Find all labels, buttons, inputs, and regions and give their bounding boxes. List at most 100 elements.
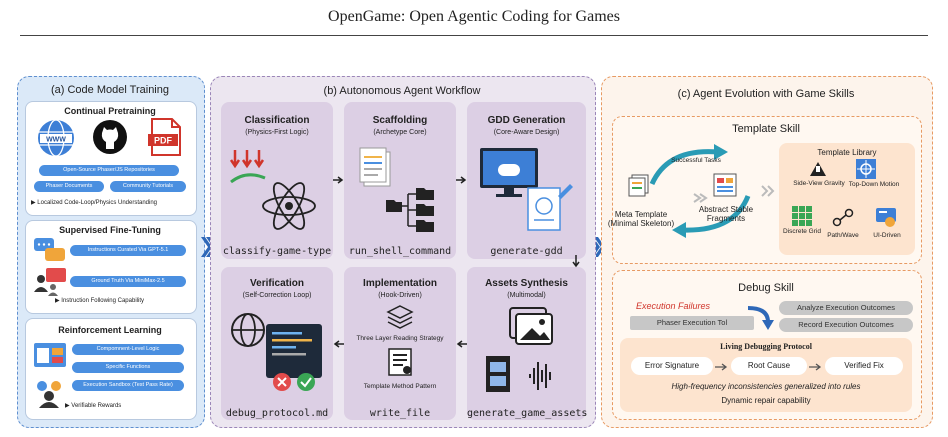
step-verification-sub: (Self-Correction Loop) [242,292,312,299]
flow-error-signature: Error Signature [631,357,713,375]
pretrain-note-text: Localized Code-Loop/Physics Understandin… [37,200,158,206]
debug-skill-title: Debug Skill [738,282,794,294]
chevron-to-library-icon [761,185,775,197]
curved-arrow-icon [747,306,774,330]
sft-title: Supervised Fine-Tuning [59,225,161,235]
abstract-stable-label: Abstract Stable [698,205,754,214]
lib-side-view-gravity: Side-View Gravity [793,180,845,187]
pill-component-logic: Compomnent-Level Logic [72,344,184,355]
pretrain-note: ▶ Localized Code-Loop/Physics Understand… [31,200,158,206]
meta-template-sub: (Minimal Skeleton) [607,219,675,228]
flow-root-cause: Root Cause [731,357,807,375]
path-wave-icon [832,208,854,227]
rules-generalized-note: High-frequency inconsistencies generaliz… [671,382,861,391]
sft-box [25,220,197,314]
cmd-run-shell-command: run_shell_command [348,246,452,257]
page-title: OpenGame: Open Agentic Coding for Games [328,8,620,25]
team-icon [37,381,61,408]
pill-ground-truth-minimax: Ground Truth Via MiniMax-2.5 [70,276,186,287]
pill-execution-sandbox: Execution Sandbox (Test Pass Rate) [72,380,184,391]
pill-specific-functions: Specific Functions [72,362,184,373]
pdf-label: PDF [154,136,173,146]
monitor-gamepad-icon [480,148,573,231]
step-gdd-sub: (Core-Aware Design) [493,129,560,136]
pill-phaser-documents: Phaser Documents [34,181,104,192]
lib-path-wave: Path/Wave [827,232,859,239]
arrow-scaffolding-to-gdd-icon [456,176,467,184]
cmd-generate-gdd: generate-gdd [490,246,563,257]
atom-physics-icon [229,150,316,230]
template-library-box [779,143,915,255]
flow-arrow-1-icon [715,363,728,371]
side-view-gravity-icon [810,162,826,176]
rl-note: ▶ Verifiable Rewards [65,403,122,409]
sft-note-text: Instruction Following Capability [61,298,144,304]
meta-template-stack-icon [628,174,649,197]
discrete-grid-icon [792,206,812,226]
pdf-file-icon: PDF [148,118,181,156]
pill-instructions-gpt: Instructions Curated Via GPT-5.1 [70,245,186,256]
cycle-arrows-icon [649,144,751,238]
abstract-fragments-label: Fragments [706,214,746,223]
panel-b-title: (b) Autonomous Agent Workflow [323,85,481,97]
cmd-classify-game-type: classify-game-type [222,246,332,257]
flow-arrow-2-icon [809,363,822,371]
lib-ui-driven: UI-Driven [873,232,901,239]
analyze-execution-outcomes: Analyze Execution Outcomes [779,301,913,315]
pill-community-tutorials: Community Tutorials [110,181,186,192]
step-classification-title: Classification [244,115,310,126]
three-layer-strategy: Three Layer Reading Strategy [356,335,444,342]
panel-a-title: (a) Code Model Training [50,84,169,96]
layers-icon [386,305,414,329]
title-rule [20,35,928,36]
step-assets-title: Assets Synthesis [485,278,568,289]
step-implementation-title: Implementation [363,278,437,289]
cmd-generate-game-assets: generate_game_assets [467,408,588,419]
step-verification-title: Verification [250,278,304,289]
lib-discrete-grid: Discrete Grid [783,228,821,235]
www-label: WWW [46,137,66,144]
arrow-classification-to-scaffolding-icon [333,176,344,184]
arrow-assets-to-implementation-icon [456,340,467,348]
template-pattern-icon [388,348,412,376]
cmd-debug-protocol: debug_protocol.md [225,408,329,419]
github-icon [93,120,127,154]
www-globe-icon: WWW [38,119,74,157]
template-skill-title: Template Skill [732,123,800,135]
step-gdd-title: GDD Generation [487,115,566,126]
successful-tasks-label: Successful Tasks [671,157,721,164]
pill-open-source-repos: Open-Source Phaser/JS Repositories [39,165,179,176]
phaser-execution-tool: Phaser Execution Tol [630,316,754,330]
arrow-gdd-to-assets-icon [572,255,580,268]
execution-failures-label: Execution Failures [636,301,711,311]
protocol-title: Living Debugging Protocol [720,342,812,351]
sft-note: ▶ Instruction Following Capability [55,298,144,304]
lib-top-down-motion: Top-Down Motion [848,181,900,188]
template-method-pattern: Template Method Pattern [363,383,437,390]
step-classification [221,102,333,259]
chat-bubbles-icon [34,238,65,261]
template-library-title: Template Library [817,148,877,157]
flow-verified-fix: Verified Fix [825,357,903,375]
ui-driven-icon [876,208,896,227]
image-film-audio-icon [486,307,553,392]
step-classification-sub: (Physics-First Logic) [245,129,309,136]
meta-template-label: Meta Template [614,210,668,219]
step-assets-sub: (Multimodal) [507,292,546,299]
users-screen-icon [34,268,66,296]
rl-title: Reinforcement Learning [58,325,162,335]
rl-note-text: Verifiable Rewards [71,403,122,409]
step-scaffolding-title: Scaffolding [372,115,428,126]
living-debugging-protocol-box [620,338,912,412]
step-scaffolding-sub: (Archetype Core) [373,129,427,136]
fragments-doc-icon [713,173,737,197]
top-down-motion-icon [856,159,876,179]
record-execution-outcomes: Record Execution Outcomes [779,318,913,332]
cmd-write-file: write_file [369,408,431,419]
code-window-icon [34,343,66,367]
step-implementation [344,267,456,420]
arrow-implementation-to-verification-icon [333,340,344,348]
dynamic-repair-note: Dynamic repair capability [721,396,811,405]
step-implementation-sub: (Hook-Driven) [378,292,422,299]
debug-bug-checks-icon [231,313,322,391]
